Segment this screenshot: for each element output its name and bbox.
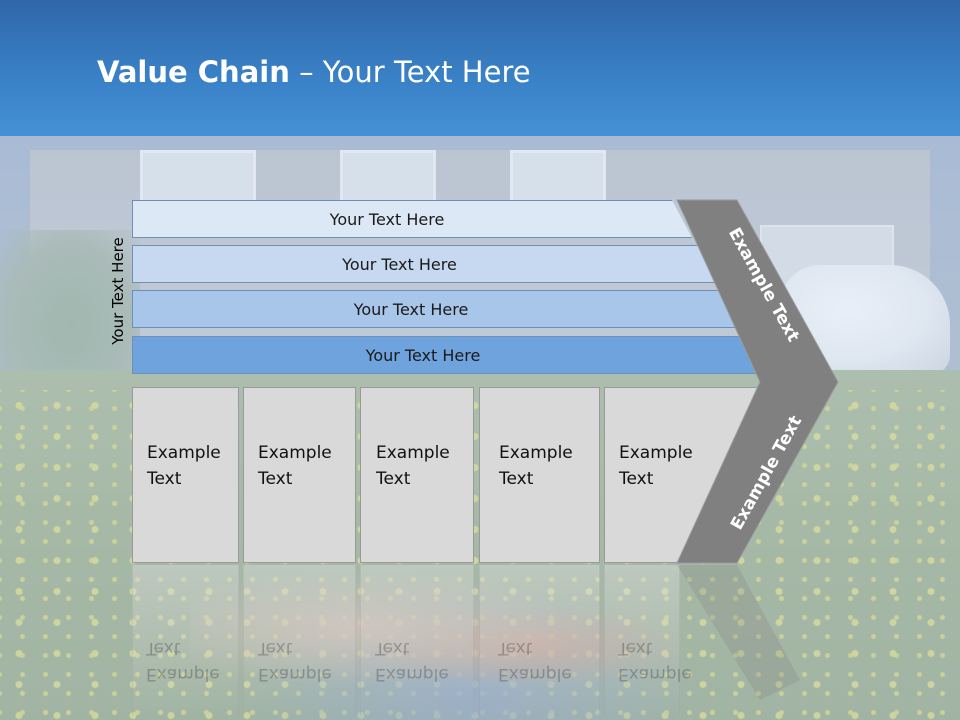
box-reflection: [243, 565, 356, 715]
value-row-1: Your Text Here: [132, 200, 692, 238]
row-label: Your Text Here: [342, 254, 457, 274]
title-rest: – Your Text Here: [289, 55, 531, 89]
box-reflection: [360, 565, 474, 715]
bush-image: [0, 230, 140, 390]
box-text-line1: Example: [258, 443, 332, 463]
family-image: [190, 560, 750, 720]
activity-box-1: Example Text: [132, 387, 239, 563]
box-reflection: [132, 565, 239, 715]
box-text-line1: Example: [499, 443, 573, 463]
slide-title: Value Chain – Your Text Here: [97, 55, 531, 89]
box-reflection: [604, 565, 680, 715]
row-label: Your Text Here: [365, 345, 481, 365]
value-row-2: Your Text Here: [132, 245, 717, 283]
box-text-line2: Text: [499, 469, 534, 489]
activity-box-4: Example Text: [479, 387, 600, 563]
value-row-3: Your Text Here: [132, 290, 740, 328]
header-band: [0, 0, 960, 136]
chevron-shape: [676, 199, 839, 564]
box-text-line2: Text: [147, 469, 182, 489]
box-text-line2: Text: [619, 469, 654, 489]
box-text-line1: Example: [376, 443, 450, 463]
title-bold: Value Chain: [97, 55, 290, 89]
box-text-line2: Text: [258, 469, 293, 489]
chevron-reflection: [677, 565, 800, 700]
activity-box-2: Example Text: [243, 387, 356, 563]
box-text-line2: Text: [376, 469, 411, 489]
activity-box-3: Example Text: [360, 387, 474, 563]
row-label: Your Text Here: [353, 299, 469, 319]
box-reflection: [479, 565, 600, 715]
row-label: Your Text Here: [329, 209, 445, 229]
box-text-line1: Example: [619, 443, 693, 463]
value-row-4: Your Text Here: [132, 336, 764, 374]
box-text-line1: Example: [147, 443, 221, 463]
